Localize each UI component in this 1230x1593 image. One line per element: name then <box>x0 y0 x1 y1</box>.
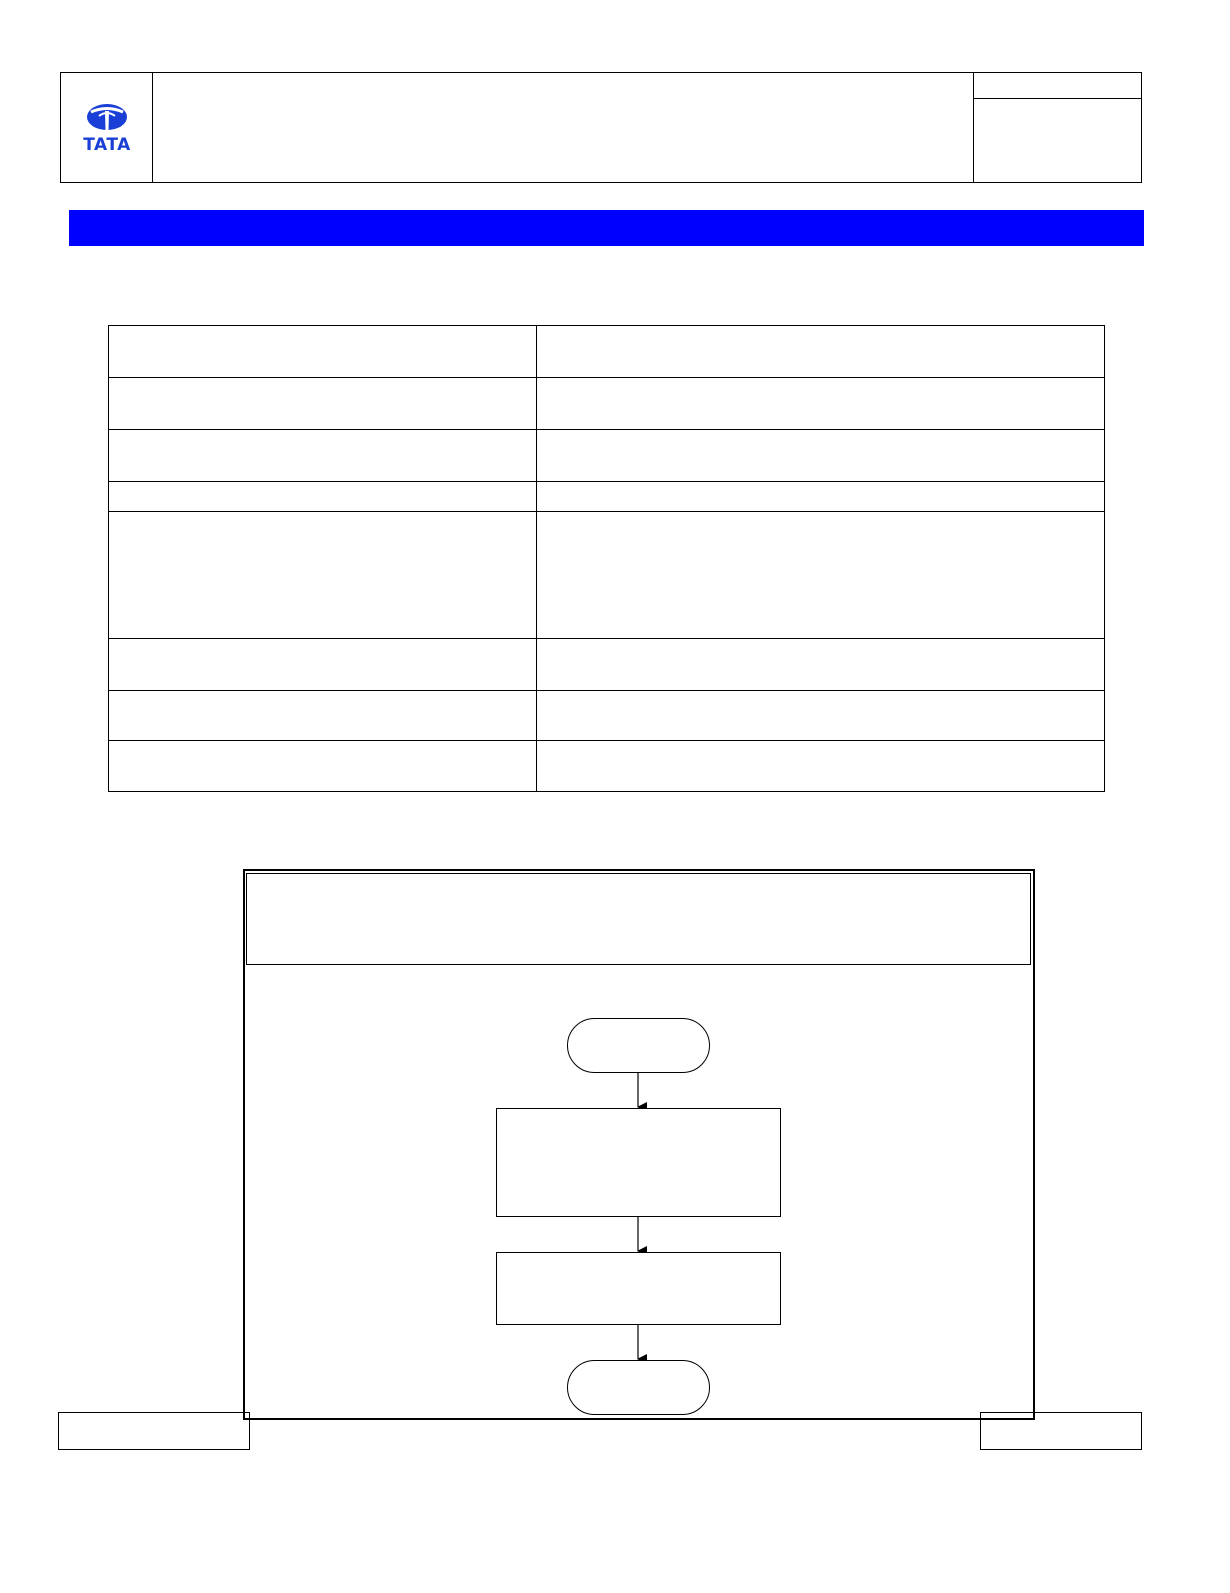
flowchart-step-1 <box>496 1108 781 1217</box>
document-title <box>153 73 974 182</box>
document-header: TATA <box>60 72 1142 183</box>
table-row <box>109 638 1104 690</box>
flowchart-title <box>246 873 1031 965</box>
logo-wordmark: TATA <box>83 135 131 155</box>
row-label <box>109 482 537 511</box>
row-label <box>109 741 537 791</box>
footer-left-box <box>58 1412 250 1450</box>
table-row <box>109 481 1104 511</box>
row-label <box>109 639 537 690</box>
flowchart-end-terminal <box>567 1360 710 1415</box>
table-row <box>109 690 1104 740</box>
section-band <box>69 210 1144 246</box>
footer-right-box <box>980 1412 1142 1450</box>
row-label <box>109 691 537 740</box>
flowchart-start-terminal <box>567 1018 710 1073</box>
doc-number-cell <box>974 73 1141 99</box>
table-row <box>109 326 1104 377</box>
info-table <box>108 325 1105 792</box>
table-row <box>109 740 1104 791</box>
table-row <box>109 377 1104 429</box>
row-label <box>109 326 537 377</box>
flowchart-frame <box>243 869 1035 1420</box>
flowchart-step-2 <box>496 1252 781 1325</box>
row-label <box>109 430 537 481</box>
tata-logo-icon <box>87 104 127 130</box>
row-label <box>109 512 537 638</box>
logo-cell: TATA <box>61 73 153 182</box>
table-row <box>109 511 1104 638</box>
table-row <box>109 429 1104 481</box>
row-label <box>109 378 537 429</box>
